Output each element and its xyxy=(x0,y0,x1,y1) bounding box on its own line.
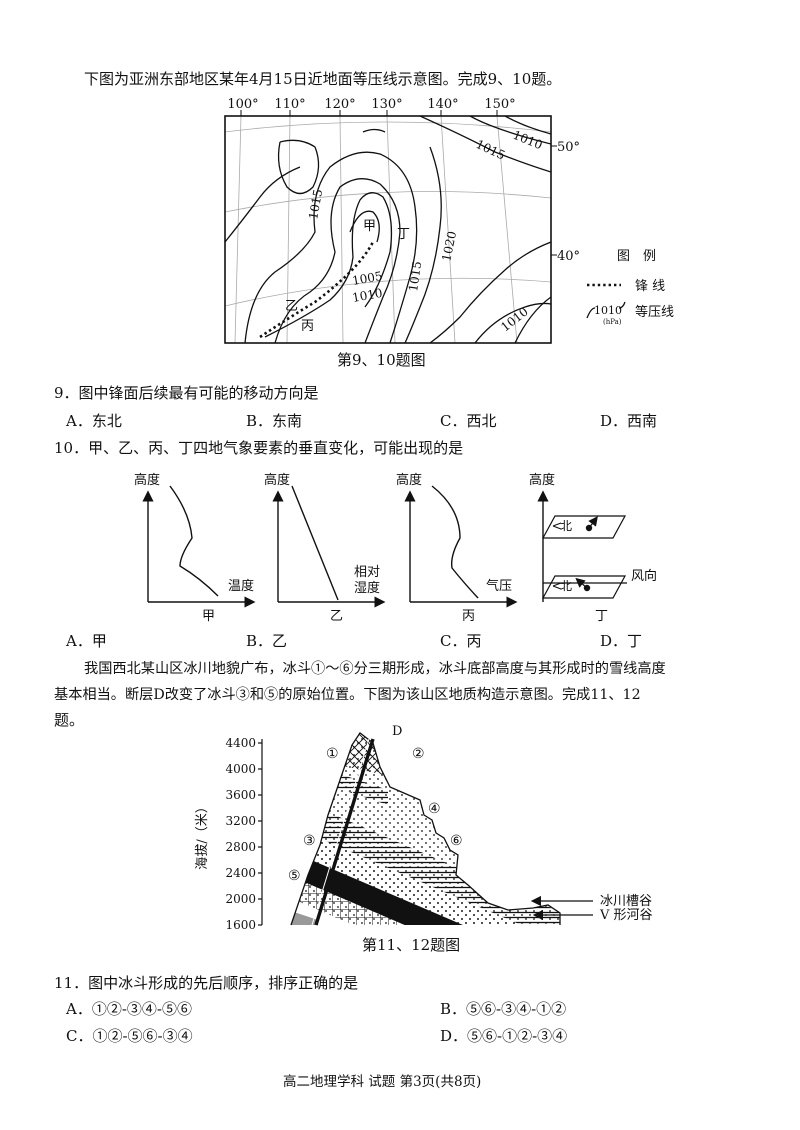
label-glacial-trough: 冰川槽谷 xyxy=(600,894,652,909)
map-frame xyxy=(224,115,552,344)
cirque-label-6: ⑥ xyxy=(450,833,463,849)
isobar-label-1020: 1020 xyxy=(439,230,459,263)
intro-paragraph-2-line2: 基本相当。断层D改变了冰斗③和⑤的原始位置。下图为该山区地质构造示意图。完成11… xyxy=(54,687,641,703)
tick-3600: 3600 xyxy=(225,788,256,802)
legend-isobar-value: 1010 xyxy=(594,304,622,317)
graph-ding: 高度 北 北 风向 丁 xyxy=(529,472,657,624)
isobar-label-1010-ne: 1010 xyxy=(511,128,545,152)
cirque-label-5: ⑤ xyxy=(288,868,301,884)
cirque-label-3: ③ xyxy=(303,833,316,849)
geologic-section-figure: 4400 4000 3600 3200 2800 2400 2000 1600 … xyxy=(195,725,653,932)
legend-isobar-symbol xyxy=(586,301,626,319)
graph-bing-var: 气压 xyxy=(486,578,512,594)
place-label-yi: 乙 xyxy=(285,299,298,314)
isobar-map-figure: 100° 110° 120° 130° 140° 150° 50° 40° xyxy=(224,97,674,344)
legend-unit: (hPa) xyxy=(603,318,622,326)
graph-bing-curve xyxy=(431,485,479,599)
q9-stem: 9．图中锋面后续最有可能的移动方向是 xyxy=(54,384,319,402)
graph-ding-ylabel: 高度 xyxy=(529,472,555,488)
cirque-label-4: ④ xyxy=(428,801,441,817)
lon-label-140: 140° xyxy=(427,97,458,112)
lon-label-150: 150° xyxy=(484,97,515,112)
page-footer: 高二地理学科 试题 第3页(共8页) xyxy=(283,1074,482,1090)
graph-bing-place: 丙 xyxy=(462,609,475,624)
isobar-label-1015-e: 1015 xyxy=(406,260,424,292)
graph-bing-ylabel: 高度 xyxy=(396,472,422,488)
q10-option-a: A．甲 xyxy=(66,632,107,650)
graph-yi-place: 乙 xyxy=(330,609,343,624)
q11-option-a: A．①②-③④-⑤⑥ xyxy=(66,1000,192,1018)
isobar-label-1010-s: 1010 xyxy=(351,286,384,305)
graph-jia: 高度 温度 甲 xyxy=(134,472,256,624)
legend-isobar-label: 等压线 xyxy=(635,304,674,320)
front-line xyxy=(259,241,375,339)
graticule xyxy=(225,116,551,343)
legend-front-label: 锋 线 xyxy=(635,279,665,294)
intro-paragraph-1: 下图为亚洲东部地区某年4月15日近地面等压线示意图。完成9、10题。 xyxy=(84,70,562,88)
q9-option-d: D．西南 xyxy=(600,412,658,430)
q9-option-a: A．东北 xyxy=(66,412,122,430)
graph-ding-place: 丁 xyxy=(595,609,608,624)
graph-jia-curve xyxy=(169,485,219,597)
label-v-valley: V 形河谷 xyxy=(599,908,653,923)
graph-jia-place: 甲 xyxy=(202,609,215,624)
lon-label-130: 130° xyxy=(371,97,402,112)
place-label-jia: 甲 xyxy=(363,219,376,234)
fault-d-line xyxy=(314,738,375,926)
lat-label-40: 40° xyxy=(557,249,580,264)
tick-2000: 2000 xyxy=(225,892,256,906)
cirque-label-1: ① xyxy=(326,746,339,762)
place-label-ding: 丁 xyxy=(397,227,410,242)
cirque-label-2: ② xyxy=(412,746,425,762)
q11-option-c: C．①②-⑤⑥-③④ xyxy=(66,1027,193,1045)
graph-yi-var2: 湿度 xyxy=(354,580,380,596)
tick-4400: 4400 xyxy=(225,736,256,750)
isobars xyxy=(225,116,551,343)
graph-ding-north-lower: 北 xyxy=(560,579,572,593)
mountain-profile xyxy=(290,732,561,926)
q11-option-b: B．⑤⑥-③④-①② xyxy=(440,1000,567,1018)
fault-d-label: D xyxy=(392,725,402,739)
q9-option-c: C．西北 xyxy=(440,412,497,430)
geo-yaxis-title: 海拔/（米） xyxy=(195,800,210,869)
q10-option-c: C．丙 xyxy=(440,632,482,650)
place-label-bing: 丙 xyxy=(301,319,314,334)
q10-option-b: B．乙 xyxy=(246,632,288,650)
tick-1600: 1600 xyxy=(225,918,256,932)
intro-paragraph-2-line1: 我国西北某山区冰川地貌广布，冰斗①～⑥分三期形成，冰斗底部高度与其形成时的雪线高… xyxy=(84,661,666,677)
isobar-label-1010-se: 1010 xyxy=(498,305,531,335)
graph-yi-var1: 相对 xyxy=(354,565,380,580)
isobar-label-1015-ne: 1015 xyxy=(474,137,508,163)
graph-yi-line xyxy=(291,485,339,601)
tick-3200: 3200 xyxy=(225,814,256,828)
tick-2800: 2800 xyxy=(225,840,256,854)
isobar-label-1015-w: 1015 xyxy=(306,188,325,221)
map-caption: 第9、10题图 xyxy=(337,351,426,369)
tick-2400: 2400 xyxy=(225,866,256,880)
graph-ding-var: 风向 xyxy=(631,568,657,584)
graph-yi-ylabel: 高度 xyxy=(264,472,290,488)
graph-jia-ylabel: 高度 xyxy=(134,472,160,488)
q10-option-d: D．丁 xyxy=(600,632,643,650)
graph-yi: 高度 相对 湿度 乙 xyxy=(264,472,386,624)
isobar-label-1005: 1005 xyxy=(351,269,384,288)
graph-jia-var: 温度 xyxy=(228,578,254,594)
graph-ding-upper-plane xyxy=(541,515,627,539)
geo-caption: 第11、12题图 xyxy=(362,936,461,954)
q11-option-d: D．⑤⑥-①②-③④ xyxy=(440,1027,568,1045)
graph-bing: 高度 气压 丙 xyxy=(396,472,518,624)
lat-label-50: 50° xyxy=(557,140,580,155)
q10-stem: 10．甲、乙、丙、丁四地气象要素的垂直变化，可能出现的是 xyxy=(54,439,464,457)
q11-stem: 11．图中冰斗形成的先后顺序，排序正确的是 xyxy=(54,974,359,992)
graph-ding-north-upper: 北 xyxy=(560,519,572,533)
legend-title: 图 例 xyxy=(617,249,656,264)
intro-paragraph-2-line3: 题。 xyxy=(54,711,85,729)
tick-4000: 4000 xyxy=(225,762,256,776)
q9-option-b: B．东南 xyxy=(246,412,303,430)
lon-label-100: 100° xyxy=(227,97,258,112)
lon-label-120: 120° xyxy=(324,97,355,112)
lon-label-110: 110° xyxy=(274,97,305,112)
